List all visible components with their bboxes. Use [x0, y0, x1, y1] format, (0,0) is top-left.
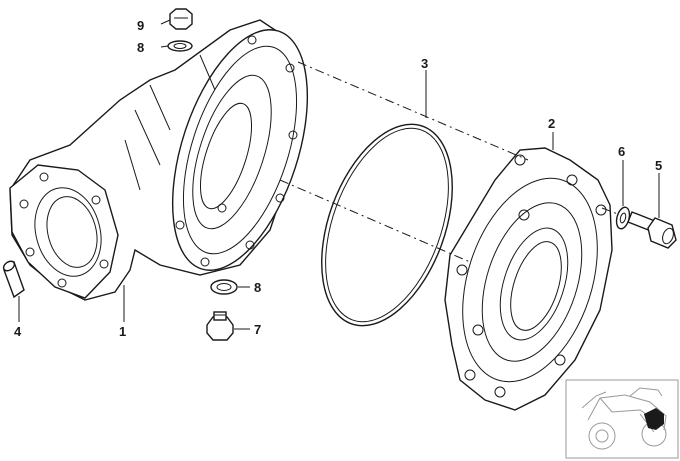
- housing-part[interactable]: [9, 13, 334, 301]
- callout-4: 4: [14, 324, 22, 339]
- seal-ring-part-upper[interactable]: [167, 40, 193, 52]
- dowel-pin-part[interactable]: [2, 259, 25, 299]
- callout-2: 2: [548, 116, 555, 131]
- filler-plug-part[interactable]: [169, 8, 193, 30]
- callout-3: 3: [421, 56, 428, 71]
- highlighted-drive-area: [644, 408, 664, 430]
- o-ring-inner-edge: [325, 127, 449, 323]
- o-ring-part[interactable]: [297, 106, 478, 343]
- washer-part-6[interactable]: [614, 206, 631, 230]
- callout-8-lower: 8: [254, 280, 261, 295]
- callout-9: 9: [137, 18, 144, 33]
- callout-1: 1: [119, 324, 126, 339]
- cover-flange-part[interactable]: [439, 147, 622, 411]
- callout-5: 5: [655, 158, 662, 173]
- motorcycle-thumbnail: [565, 379, 679, 459]
- leader-lines: [18, 19, 660, 330]
- callout-6: 6: [618, 144, 625, 159]
- hex-bolt-part[interactable]: [627, 211, 677, 249]
- callout-7: 7: [254, 322, 261, 337]
- drain-plug-part[interactable]: [206, 311, 234, 341]
- seal-ring-part-lower[interactable]: [210, 279, 238, 295]
- callout-8-upper: 8: [137, 40, 144, 55]
